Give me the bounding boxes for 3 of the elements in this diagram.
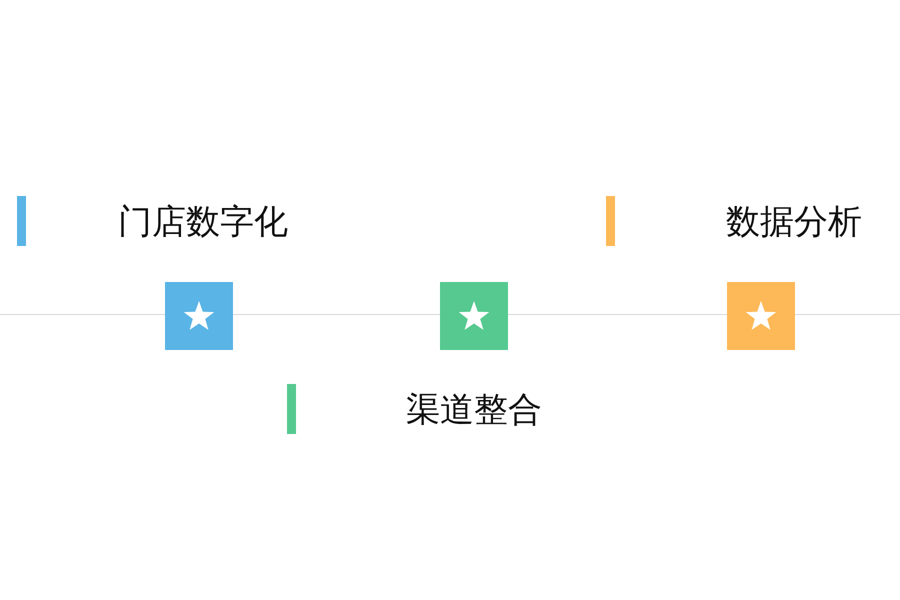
timeline-label: 门店数字化 xyxy=(118,202,288,242)
timeline-label: 数据分析 xyxy=(726,202,862,242)
timeline-label: 渠道整合 xyxy=(406,390,542,430)
